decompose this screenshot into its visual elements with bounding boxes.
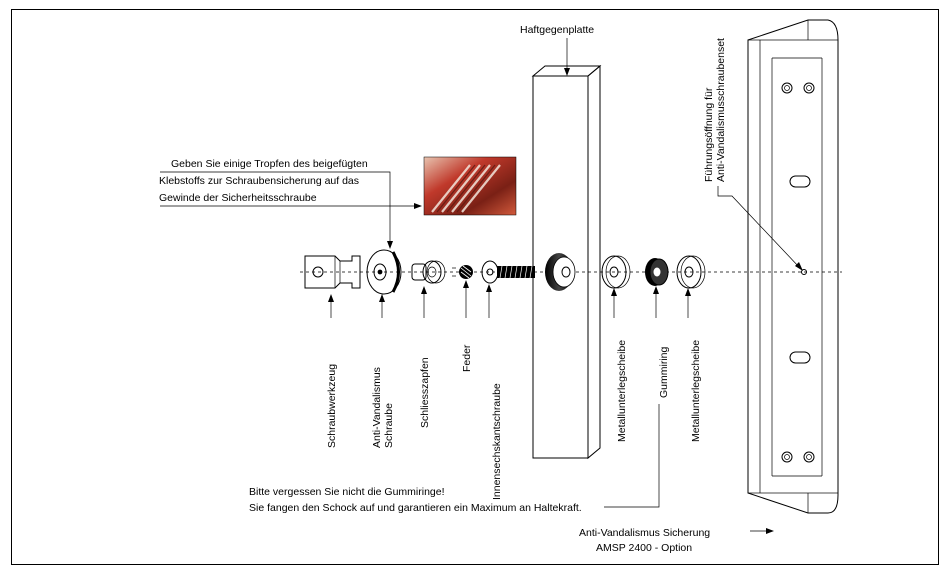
arrow-haftgegenplatte (564, 68, 570, 76)
feder-part (452, 265, 473, 279)
anti-vandalismus-schraube-part (366, 249, 402, 295)
arrow-fuehrung (795, 262, 803, 271)
label-metallunterlegscheibe-2: Metallunterlegscheibe (690, 340, 702, 442)
plate-rubber-ring (545, 253, 576, 291)
label-note-line1: Bitte vergessen Sie nicht die Gummiringe… (249, 486, 445, 498)
diagram-border (11, 9, 939, 565)
label-sicherung-line1: Anti-Vandalismus Sicherung (579, 527, 710, 539)
label-glue-line3: Gewinde der Sicherheitsschraube (159, 192, 317, 204)
leader-fuehrung (717, 186, 801, 269)
leader-glue-screw (160, 171, 391, 245)
gummiring-part (645, 258, 669, 286)
thread-glue-photo (423, 156, 517, 216)
label-metallunterlegscheibe-1: Metallunterlegscheibe (616, 340, 628, 442)
innensechskantschraube-part (481, 260, 535, 284)
arrow-sicherung (766, 528, 774, 534)
schraubwerkzeug-part (304, 255, 361, 289)
label-fuehrung-line1: Führungsöffnung für (703, 87, 715, 182)
part-leader-arrows (328, 280, 691, 318)
label-glue-line1: Geben Sie einige Tropfen des beigefügten (171, 158, 368, 170)
anti-vandalismus-sicherung-bracket (747, 19, 839, 514)
label-gummiring: Gummiring (658, 346, 670, 398)
label-haftgegenplatte: Haftgegenplatte (520, 24, 594, 36)
schliesszapfen-part (411, 260, 446, 284)
metallunterlegscheibe-1-part (601, 255, 631, 289)
label-feder: Feder (461, 344, 473, 372)
label-anti-vandalismus-line1: Anti-Vandalismus (371, 367, 383, 448)
label-anti-vandalismus-line2: Schraube (383, 403, 395, 448)
arrow-glue-photo (414, 203, 422, 209)
label-innensechskantschraube: Innensechskantschraube (491, 383, 503, 500)
label-schraubwerkzeug: Schraubwerkzeug (326, 364, 338, 448)
label-fuehrung-line2: Anti-Vandalismusschraubenset (715, 38, 727, 182)
label-note-line2: Sie fangen den Schock auf und garantiere… (249, 502, 582, 514)
label-glue-line2: Klebstoffs zur Schraubensicherung auf da… (159, 175, 359, 187)
metallunterlegscheibe-2-part (676, 255, 706, 289)
label-schliesszapfen: Schliesszapfen (419, 357, 431, 428)
arrow-glue-screw (387, 241, 393, 249)
label-sicherung-line2: AMSP 2400 - Option (596, 542, 692, 554)
leader-gummiring-note (604, 404, 660, 508)
